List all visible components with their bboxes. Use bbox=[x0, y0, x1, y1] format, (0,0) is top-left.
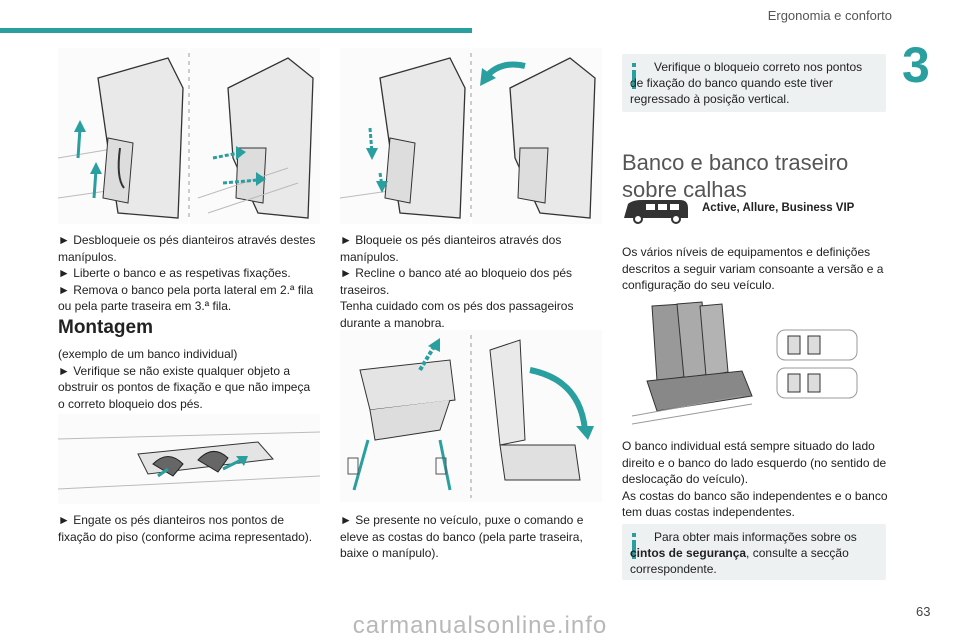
page-number: 63 bbox=[916, 604, 931, 619]
body-text: As costas do banco são independentes e o… bbox=[622, 488, 888, 520]
trim-levels: Active, Allure, Business VIP bbox=[702, 202, 855, 214]
info-note-top: Verifique o bloqueio correto nos pontos … bbox=[622, 54, 886, 112]
step-text: ► Liberte o banco e as respetivas fixaçõ… bbox=[58, 266, 291, 280]
column-2-top-text: ► Bloqueie os pés dianteiros através dos… bbox=[340, 232, 602, 331]
info-icon bbox=[632, 533, 636, 559]
step-text: ► Desbloqueie os pés dianteiros através … bbox=[58, 233, 316, 264]
header-accent-bar bbox=[0, 28, 472, 33]
montagem-text: (exemplo de um banco individual) ► Verif… bbox=[58, 346, 320, 412]
info-note-bottom: Para obter mais informações sobre os cin… bbox=[622, 524, 886, 580]
note-text: Para obter mais informações sobre os cin… bbox=[630, 530, 857, 576]
column-3-body: O banco individual está sempre situado d… bbox=[622, 438, 892, 521]
intro-text: Os vários níveis de equipamentos e defin… bbox=[622, 245, 884, 292]
column-1-top-text: ► Desbloqueie os pés dianteiros através … bbox=[58, 232, 320, 315]
seat-feet-engage-illustration bbox=[58, 414, 320, 504]
step-text: ► Recline o banco até ao bloqueio dos pé… bbox=[340, 266, 573, 297]
column-1-bottom-text: ► Engate os pés dianteiros nos pontos de… bbox=[58, 512, 320, 545]
section-title: Ergonomia e conforto bbox=[767, 8, 892, 23]
van-icon bbox=[624, 200, 688, 224]
body-text: O banco individual está sempre situado d… bbox=[622, 439, 887, 486]
column-3-intro: Os vários níveis de equipamentos e defin… bbox=[622, 244, 892, 294]
chapter-number: 3 bbox=[902, 37, 930, 93]
step-text: ► Engate os pés dianteiros nos pontos de… bbox=[58, 513, 313, 544]
note-text: Verifique o bloqueio correto nos pontos … bbox=[630, 60, 863, 106]
column-2-bottom-text: ► Se presente no veículo, puxe o comando… bbox=[340, 512, 602, 562]
step-text: ► Bloqueie os pés dianteiros através dos… bbox=[340, 233, 562, 264]
caution-text: Tenha cuidado com os pés dos passageiros… bbox=[340, 299, 574, 330]
rail-seats-illustration bbox=[622, 296, 862, 426]
montagem-intro: (exemplo de um banco individual) bbox=[58, 347, 238, 361]
heading-banco-sobre-calhas: Banco e banco traseiro sobre calhas bbox=[622, 149, 849, 202]
seat-removal-illustration bbox=[58, 48, 320, 224]
info-icon bbox=[632, 63, 636, 89]
watermark: carmanualsonline.info bbox=[352, 612, 608, 639]
step-text: ► Verifique se não existe qualquer objet… bbox=[58, 363, 311, 411]
heading-montagem: Montagem bbox=[58, 317, 153, 338]
step-text: ► Se presente no veículo, puxe o comando… bbox=[340, 513, 584, 560]
step-text: ► Remova o banco pela porta lateral em 2… bbox=[58, 282, 314, 314]
seat-belts-reference: cintos de segurança bbox=[630, 546, 747, 560]
seatback-raise-illustration bbox=[340, 330, 602, 502]
trim-level-row: Active, Allure, Business VIP bbox=[622, 196, 902, 226]
seat-lock-illustration bbox=[340, 48, 602, 224]
